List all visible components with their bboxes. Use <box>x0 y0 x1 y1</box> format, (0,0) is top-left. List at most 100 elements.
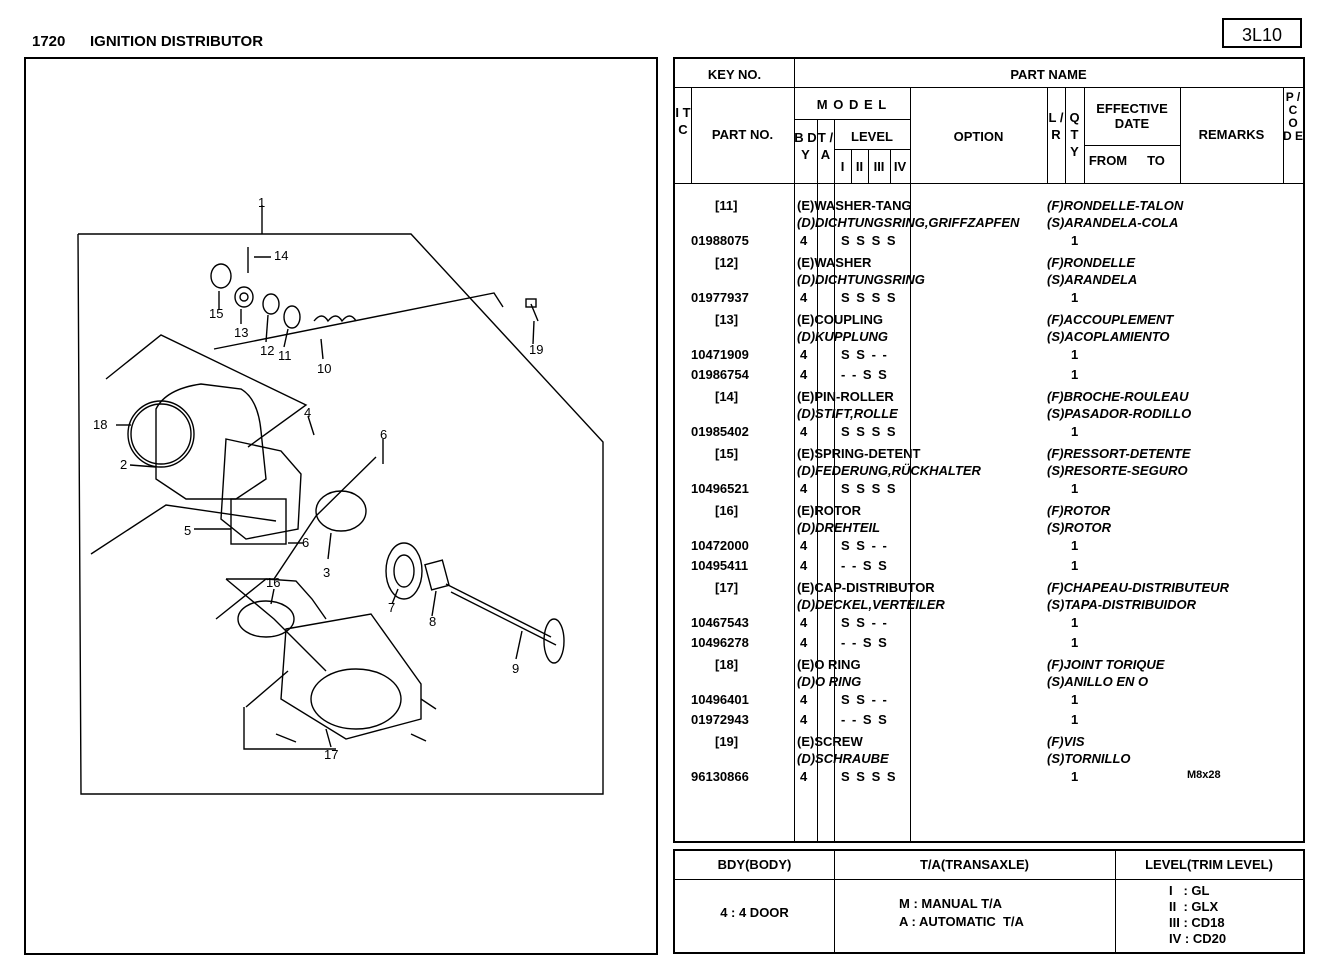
part-number: 01985402 <box>691 424 749 439</box>
diagram-label: 2 <box>120 457 127 472</box>
part-number: 10471909 <box>691 347 749 362</box>
lr-header: L / R <box>1048 110 1064 142</box>
body-code: 4 <box>800 481 808 496</box>
quantity: 1 <box>1071 635 1079 650</box>
option-header: OPTION <box>953 129 1004 144</box>
body-code: 4 <box>800 615 808 630</box>
bdy-header: B D Y <box>794 130 817 162</box>
level-availability: - - S S <box>841 712 887 727</box>
level-availability: S S S S <box>841 424 896 439</box>
english-name: (E)ROTOR <box>797 503 862 518</box>
french-name: (F)BROCHE-ROULEAU <box>1047 389 1189 404</box>
quantity: 1 <box>1071 692 1079 707</box>
effective-date-header: EFFECTIVE DATE <box>1096 101 1168 131</box>
page-code: 3L10 <box>1222 18 1302 48</box>
qty-header: Q T Y <box>1069 110 1080 159</box>
french-name: (F)RONDELLE <box>1047 255 1136 270</box>
spanish-name: (S)ROTOR <box>1047 520 1112 535</box>
ta-legend-manual: M : MANUAL T/A <box>899 896 1003 911</box>
quantity: 1 <box>1071 615 1079 630</box>
level-4-header: IV <box>893 159 907 174</box>
spanish-name: (S)TAPA-DISTRIBUIDOR <box>1047 597 1197 612</box>
diagram-label: 10 <box>317 361 331 376</box>
ta-legend-automatic: A : AUTOMATIC T/A <box>899 914 1024 929</box>
quantity: 1 <box>1071 481 1079 496</box>
level-legend-2: II : GLX <box>1169 899 1219 914</box>
diagram-label: 13 <box>234 325 248 340</box>
bdy-legend-value: 4 : 4 DOOR <box>720 905 789 920</box>
spanish-name: (S)ARANDELA <box>1047 272 1138 287</box>
part-number: 01986754 <box>691 367 749 382</box>
remarks-header: REMARKS <box>1198 127 1265 142</box>
key-number: [16] <box>715 503 739 518</box>
english-name: (E)O RING <box>797 657 861 672</box>
bdy-legend-title: BDY(BODY) <box>717 857 792 872</box>
level-availability: - - S S <box>841 367 887 382</box>
french-name: (F)VIS <box>1047 734 1085 749</box>
body-code: 4 <box>800 558 808 573</box>
key-number: [19] <box>715 734 739 749</box>
english-name: (E)SCREW <box>797 734 863 749</box>
french-name: (F)RESSORT-DETENTE <box>1047 446 1191 461</box>
level-legend-title: LEVEL(TRIM LEVEL) <box>1145 857 1273 872</box>
part-number: 01988075 <box>691 233 749 248</box>
spanish-name: (S)TORNILLO <box>1047 751 1131 766</box>
key-no-header: KEY NO. <box>707 67 762 82</box>
level-availability: S S S S <box>841 233 896 248</box>
level-legend-1: I : GL <box>1169 883 1210 898</box>
quantity: 1 <box>1071 769 1079 784</box>
spanish-name: (S)ANILLO EN O <box>1047 674 1149 689</box>
diagram-label: 5 <box>184 523 191 538</box>
pcode-header: P / C O D E <box>1283 90 1304 143</box>
german-name: (D)STIFT,ROLLE <box>797 406 898 421</box>
body-code: 4 <box>800 692 808 707</box>
part-number: 10496521 <box>691 481 749 496</box>
quantity: 1 <box>1071 558 1079 573</box>
itc-header: I T C <box>675 105 691 137</box>
level-availability: S S S S <box>841 481 896 496</box>
part-name-header: PART NAME <box>1010 67 1087 82</box>
english-name: (E)SPRING-DETENT <box>797 446 921 461</box>
body-code: 4 <box>800 538 808 553</box>
part-number: 10495411 <box>691 558 749 573</box>
section-number: 1720 <box>32 33 66 50</box>
german-name: (D)DICHTUNGSRING,GRIFFZAPFEN <box>797 215 1020 230</box>
part-number: 10496278 <box>691 635 749 650</box>
german-name: (D)FEDERUNG,RÜCKHALTER <box>797 463 981 478</box>
diagram-label: 19 <box>529 342 543 357</box>
to-header: TO <box>1147 153 1165 168</box>
key-number: [18] <box>715 657 739 672</box>
level-availability: S S - - <box>841 347 887 362</box>
english-name: (E)WASHER <box>797 255 872 270</box>
english-name: (E)COUPLING <box>797 312 883 327</box>
diagram-label: 18 <box>93 417 107 432</box>
diagram-label: 7 <box>388 600 395 615</box>
diagram-label: 9 <box>512 661 519 676</box>
diagram-label: 14 <box>274 248 288 263</box>
level-availability: - - S S <box>841 558 887 573</box>
diagram-label: 1 <box>258 195 265 210</box>
part-number: 10467543 <box>691 615 749 630</box>
diagram-label: 4 <box>304 405 311 420</box>
ta-header: T / A <box>817 130 834 162</box>
body-code: 4 <box>800 347 808 362</box>
key-number: [14] <box>715 389 739 404</box>
body-code: 4 <box>800 367 808 382</box>
english-name: (E)CAP-DISTRIBUTOR <box>797 580 935 595</box>
quantity: 1 <box>1071 290 1079 305</box>
quantity: 1 <box>1071 347 1079 362</box>
section-title: IGNITION DISTRIBUTOR <box>90 33 264 50</box>
level-availability: S S - - <box>841 615 887 630</box>
body-code: 4 <box>800 635 808 650</box>
key-number: [17] <box>715 580 739 595</box>
spanish-name: (S)RESORTE-SEGURO <box>1047 463 1188 478</box>
part-number: 96130866 <box>691 769 749 784</box>
diagram-label: 12 <box>260 343 274 358</box>
level-availability: S S S S <box>841 769 896 784</box>
from-header: FROM <box>1088 153 1128 168</box>
model-header: M O D E L <box>816 97 888 112</box>
level-availability: S S - - <box>841 538 887 553</box>
diagram-label: 15 <box>209 306 223 321</box>
level-1-header: I <box>840 159 845 174</box>
body-code: 4 <box>800 290 808 305</box>
